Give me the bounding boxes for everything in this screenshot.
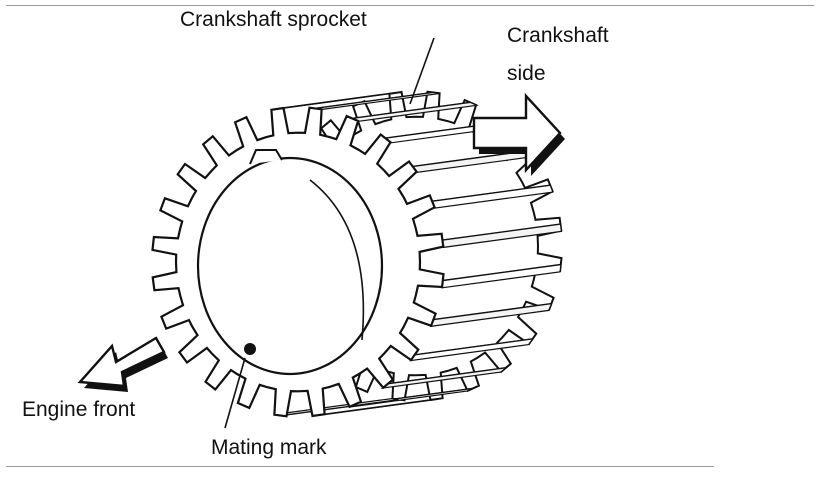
mating-mark-leader-line bbox=[224, 357, 246, 429]
bore-inner-edge bbox=[309, 179, 365, 341]
bottom-rule bbox=[6, 466, 714, 467]
gear-teeth-body bbox=[273, 91, 563, 417]
label-crankshaft-sprocket: Crankshaft sprocket bbox=[180, 8, 367, 31]
label-engine-front: Engine front bbox=[22, 398, 136, 421]
label-crankshaft-side-line1: Crankshaft bbox=[507, 24, 609, 47]
mating-mark-dot-icon bbox=[244, 343, 256, 355]
top-rule bbox=[6, 5, 814, 6]
arrow-right-block-icon bbox=[472, 92, 565, 176]
bore-hole bbox=[196, 156, 384, 376]
sprocket-leader-line bbox=[409, 37, 435, 105]
arrow-left-block-icon bbox=[77, 336, 168, 392]
label-mating-mark: Mating mark bbox=[211, 436, 327, 459]
keyway bbox=[249, 149, 283, 165]
label-crankshaft-side-line2: side bbox=[507, 62, 546, 85]
